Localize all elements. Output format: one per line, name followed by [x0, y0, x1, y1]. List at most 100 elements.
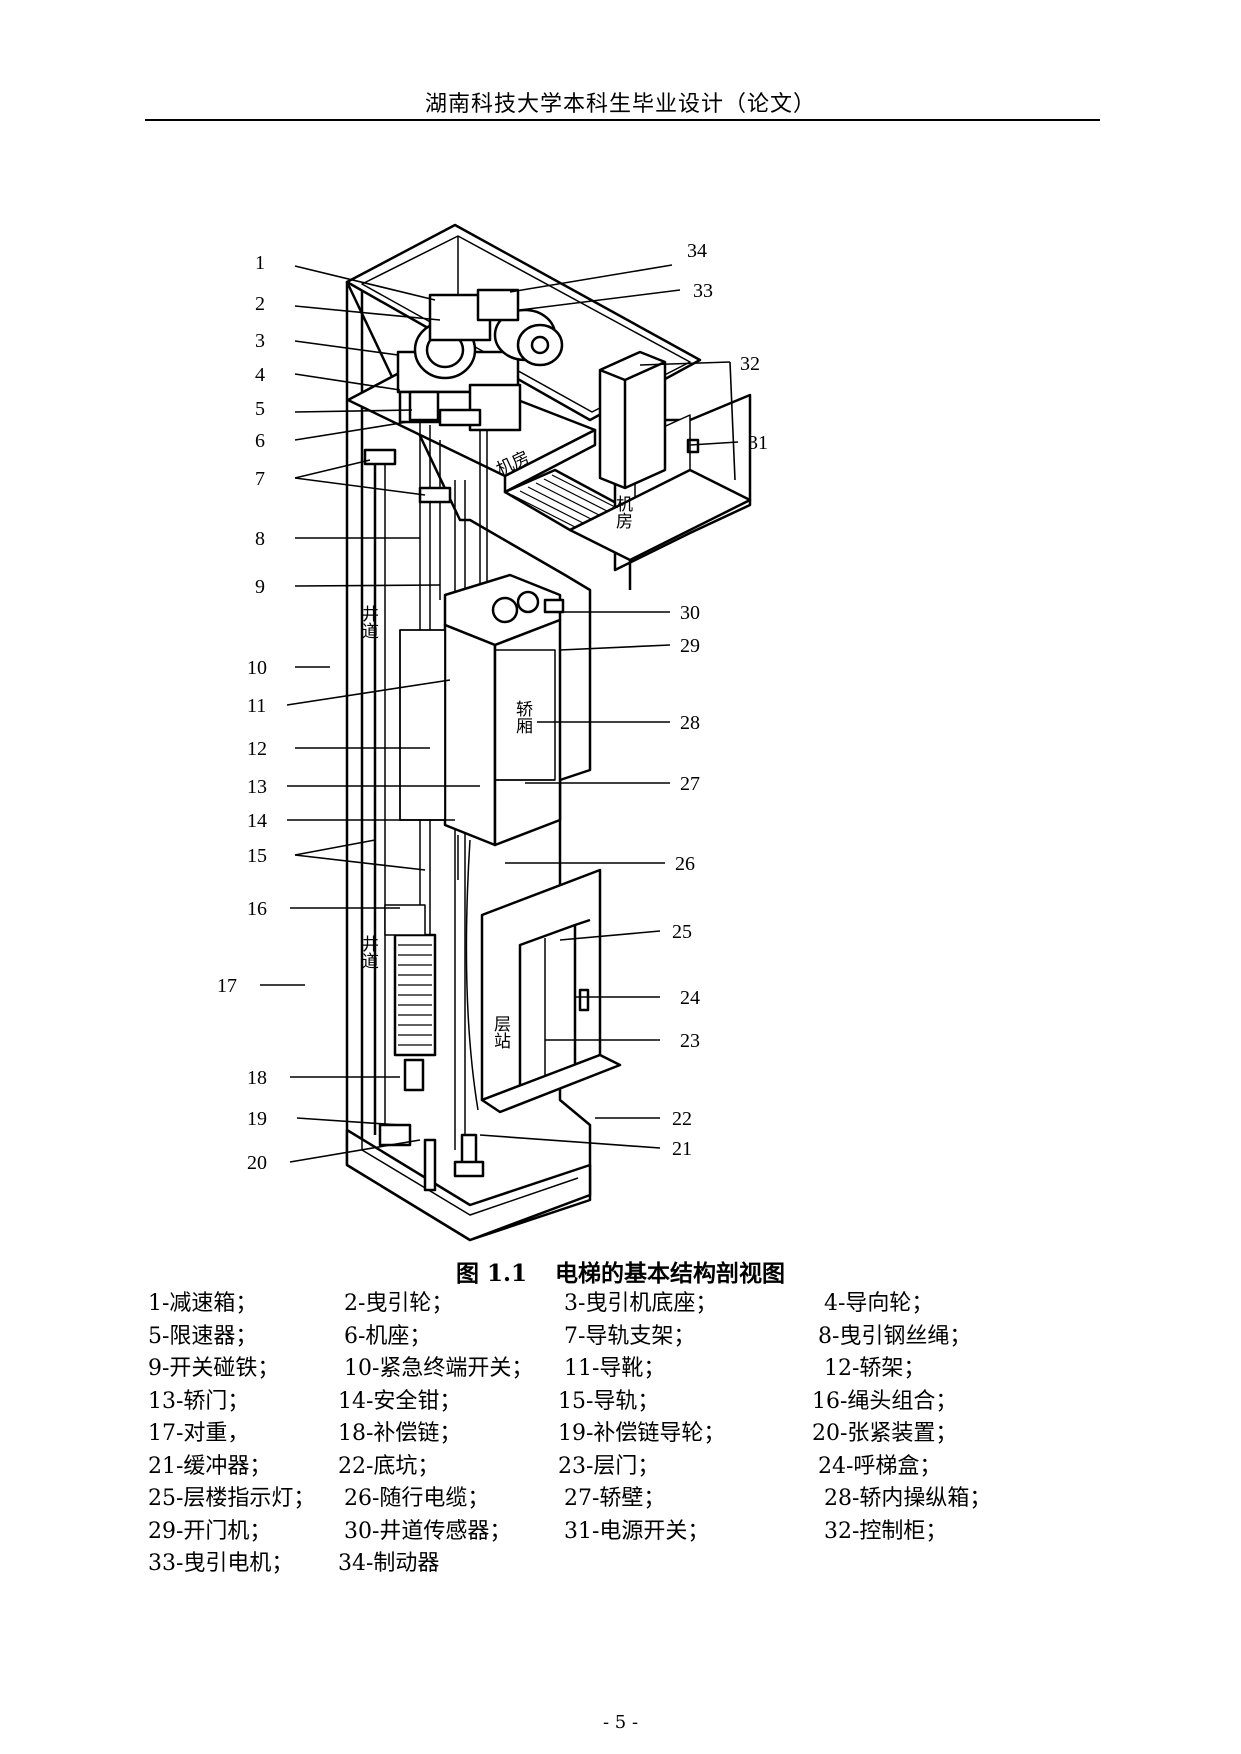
callout-label: 28	[680, 712, 700, 734]
legend-item: 15-导轨；	[558, 1388, 660, 1414]
legend-row: 5-限速器； 6-机座； 7-导轨支架； 8-曳引钢丝绳；	[148, 1318, 1048, 1351]
legend-item: 6-机座；	[344, 1323, 432, 1349]
legend-item: 22-底坑；	[338, 1453, 440, 1479]
legend-row: 33-曳引电机； 34-制动器	[148, 1545, 1048, 1578]
legend-item: 18-补偿链；	[338, 1421, 462, 1446]
page-number: - 5 -	[602, 1712, 639, 1733]
callout-label: 16	[247, 898, 267, 920]
elevator-figure: 机房 机房 井道 井道 轿厢 层站 1 2 3 4 5 6 7 8 9 10 1…	[217, 223, 768, 1242]
car-body	[443, 623, 497, 847]
shaft-lower-text: 井道	[358, 935, 379, 969]
legend-item: 13-轿门；	[148, 1388, 250, 1414]
elevator-cross-section-drawing: 机房 机房 井道 井道 轿厢 层站	[260, 223, 752, 1242]
callout-label: 31	[748, 432, 768, 454]
callout-label: 30	[680, 602, 700, 624]
callout-label: 15	[247, 845, 267, 867]
callout-label: 33	[693, 280, 713, 302]
legend-item: 14-安全钳；	[338, 1388, 462, 1414]
callout-label: 8	[255, 528, 265, 550]
legend-item: 3-曳引机底座；	[564, 1291, 718, 1316]
legend-item: 25-层楼指示灯；	[148, 1486, 316, 1511]
callout-label: 14	[247, 810, 267, 832]
callout-label: 7	[255, 468, 265, 490]
callout-label: 22	[672, 1108, 692, 1130]
legend-item: 33-曳引电机；	[148, 1551, 294, 1576]
legend-item: 10-紧急终端开关；	[344, 1356, 534, 1381]
legend-item: 9-开关碰铁；	[148, 1356, 280, 1381]
legend-item: 23-层门；	[558, 1453, 660, 1479]
callout-label: 25	[672, 921, 692, 943]
landing-text: 层站	[490, 1015, 511, 1049]
legend-item: 27-轿壁；	[564, 1486, 666, 1511]
control-cabinet	[598, 350, 667, 490]
legend-item: 34-制动器	[338, 1551, 440, 1576]
callout-label: 17	[217, 975, 237, 997]
car-text: 轿厢	[512, 700, 533, 734]
legend-item: 24-呼梯盒；	[818, 1453, 942, 1479]
legend-row: 25-层楼指示灯； 26-随行电缆； 27-轿壁； 28-轿内操纵箱；	[148, 1480, 1048, 1513]
legend-row: 1-减速箱； 2-曳引轮； 3-曳引机底座； 4-导向轮；	[148, 1285, 1048, 1318]
legend-item: 30-井道传感器；	[344, 1518, 512, 1544]
callout-label: 19	[247, 1108, 267, 1130]
legend-item: 4-导向轮；	[824, 1291, 934, 1316]
legend-item: 16-绳头组合；	[812, 1388, 958, 1414]
callout-label: 1	[255, 252, 265, 274]
legend-row: 17-对重， 18-补偿链； 19-补偿链导轮； 20-张紧装置；	[148, 1415, 1048, 1448]
legend-item: 19-补偿链导轮；	[558, 1421, 726, 1446]
callout-label: 12	[247, 738, 267, 760]
figure-legend: 1-减速箱； 2-曳引轮； 3-曳引机底座； 4-导向轮； 5-限速器； 6-机…	[148, 1285, 1048, 1578]
legend-item: 21-缓冲器；	[148, 1453, 272, 1479]
callout-label: 29	[680, 635, 700, 657]
header-rule	[145, 119, 1100, 121]
callout-label: 20	[247, 1152, 267, 1174]
legend-item: 7-导轨支架；	[564, 1323, 696, 1349]
legend-item: 17-对重，	[148, 1421, 250, 1446]
legend-row: 13-轿门； 14-安全钳； 15-导轨； 16-绳头组合；	[148, 1383, 1048, 1416]
door-operator	[491, 596, 519, 624]
legend-item: 32-控制柜；	[824, 1518, 948, 1544]
callout-label: 10	[247, 657, 267, 679]
legend-item: 8-曳引钢丝绳；	[818, 1323, 972, 1349]
legend-item: 26-随行电缆；	[344, 1486, 490, 1511]
landing-sill	[480, 1053, 622, 1114]
callout-label: 23	[680, 1030, 700, 1052]
callout-label: 5	[255, 398, 265, 420]
legend-item: 28-轿内操纵箱；	[824, 1486, 992, 1511]
callout-label: 4	[255, 364, 265, 386]
speed-governor	[408, 390, 440, 422]
callout-label: 24	[680, 987, 700, 1009]
shaft-upper-text: 井道	[358, 605, 379, 639]
legend-row: 9-开关碰铁； 10-紧急终端开关； 11-导靴； 12-轿架；	[148, 1350, 1048, 1383]
callout-label: 32	[740, 353, 760, 375]
callout-label: 6	[255, 430, 265, 452]
legend-item: 29-开门机；	[148, 1518, 272, 1544]
legend-item: 1-减速箱；	[148, 1291, 258, 1316]
callout-label: 34	[687, 240, 707, 262]
figure-caption: 图 1.1 电梯的基本结构剖视图	[0, 1254, 1241, 1288]
legend-row: 29-开门机； 30-井道传感器； 31-电源开关； 32-控制柜；	[148, 1513, 1048, 1546]
callout-label: 21	[672, 1138, 692, 1160]
callout-label: 26	[675, 853, 695, 875]
callout-label: 11	[247, 695, 267, 717]
shaft-pit	[345, 1128, 592, 1242]
callout-label: 2	[255, 293, 265, 315]
callout-label: 27	[680, 773, 700, 795]
figure-number: 图 1.1	[455, 1260, 528, 1287]
figure-title: 电梯的基本结构剖视图	[555, 1260, 786, 1287]
callout-label: 13	[247, 776, 267, 798]
brake	[476, 288, 520, 322]
legend-item: 20-张紧装置；	[812, 1421, 958, 1446]
legend-item: 2-曳引轮；	[344, 1291, 454, 1316]
legend-row: 21-缓冲器； 22-底坑； 23-层门； 24-呼梯盒；	[148, 1448, 1048, 1481]
legend-item: 5-限速器；	[148, 1323, 258, 1349]
traveling-cable	[465, 839, 479, 1111]
legend-item: 31-电源开关；	[564, 1518, 710, 1544]
legend-item: 11-导靴；	[564, 1356, 666, 1381]
buffer	[460, 1133, 478, 1167]
machine-room-wall-text: 机房	[612, 495, 633, 530]
legend-item: 12-轿架；	[824, 1356, 926, 1381]
callout-label: 3	[255, 330, 265, 352]
callout-label: 9	[255, 576, 265, 598]
page-header-title: 湖南科技大学本科生毕业设计（论文）	[424, 92, 816, 117]
callout-label: 18	[247, 1067, 267, 1089]
